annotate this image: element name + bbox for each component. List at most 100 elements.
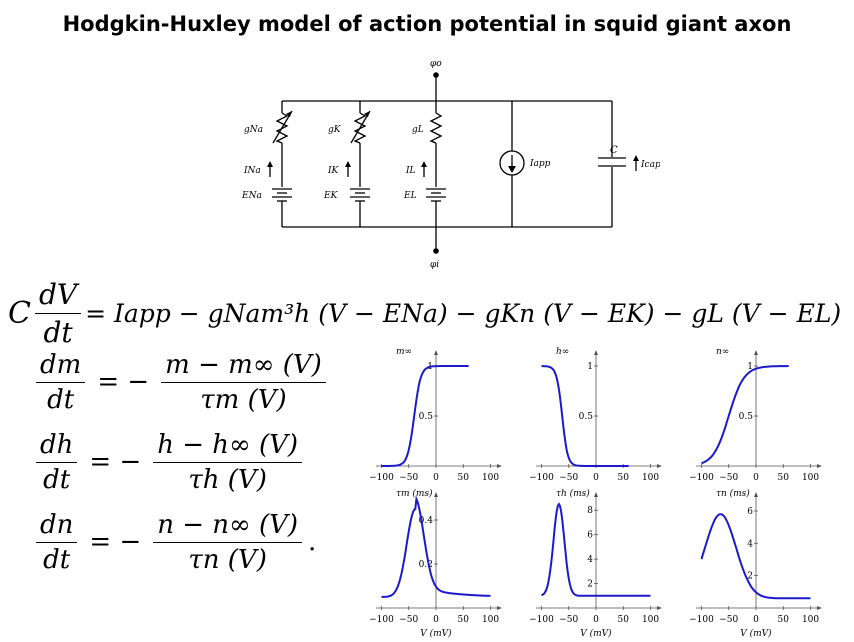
plot-label: τh (ms) <box>556 488 590 499</box>
i-l-label: IL <box>405 166 416 176</box>
y-tick-label: 2 <box>587 580 593 590</box>
ode-n-rhs-num: n − n∞ (V) <box>153 510 303 543</box>
x-tick-label: 100 <box>802 473 819 483</box>
x-tick-label: −100 <box>689 473 714 483</box>
x-tick-label: 0 <box>593 615 599 625</box>
i-k-label: IK <box>327 166 340 176</box>
y-tick-label: 4 <box>747 539 753 549</box>
x-tick-label: 50 <box>618 473 630 483</box>
plot-curve <box>701 365 789 465</box>
ode-h-den: dt <box>43 464 71 495</box>
x-tick-label: −50 <box>399 473 418 483</box>
x-tick-label: 100 <box>802 615 819 625</box>
x-tick-label: 0 <box>753 615 759 625</box>
y-tick-label: 0.5 <box>419 412 434 422</box>
slide-title: Hodgkin-Huxley model of action potential… <box>62 12 792 36</box>
y-tick-label: 6 <box>747 507 753 517</box>
x-tick-label: −100 <box>529 615 554 625</box>
y-tick-label: 0.4 <box>419 516 434 526</box>
x-tick-label: 100 <box>482 473 499 483</box>
x-tick-label: −50 <box>559 473 578 483</box>
ode-m-den: dt <box>47 384 75 415</box>
ode-m-rhs-den: τm (V) <box>200 384 287 415</box>
y-axis-arrow <box>754 350 758 355</box>
y-axis-arrow <box>434 350 438 355</box>
plot-curve <box>381 365 469 467</box>
x-axis-arrow <box>657 606 662 610</box>
eq-lhs-den: dt <box>43 316 73 349</box>
y-tick-label: 0.5 <box>579 412 594 422</box>
x-tick-label: 50 <box>458 615 470 625</box>
x-tick-label: 100 <box>642 473 659 483</box>
g-l-label: gL <box>412 125 424 135</box>
x-tick-label: −100 <box>529 473 554 483</box>
x-tick-label: −50 <box>559 615 578 625</box>
c-label: C <box>610 145 618 156</box>
g-na-label: gNa <box>244 125 263 135</box>
y-axis-arrow <box>754 492 758 497</box>
y-tick-label: 6 <box>587 531 593 541</box>
y-tick-label: 1 <box>587 362 593 372</box>
plot-label: τm (ms) <box>396 488 433 499</box>
x-tick-label: −50 <box>719 473 738 483</box>
ode-h-num: dh <box>36 430 78 463</box>
x-tick-label: 0 <box>753 473 759 483</box>
x-tick-label: 50 <box>618 615 630 625</box>
x-tick-label: 100 <box>642 615 659 625</box>
x-axis-label: V (mV) <box>420 628 452 639</box>
plot-panel-bottom-1: τh (ms) 2 4 6 8 −100 −50 0 50 100 V (mV) <box>529 488 662 639</box>
plot-label: h∞ <box>556 347 569 357</box>
eq-rhs: = Iapp − gNam³h (V − ENa) − gKn (V − EK)… <box>85 299 842 328</box>
y-axis-arrow <box>594 350 598 355</box>
x-axis-label: V (mV) <box>740 628 772 639</box>
ode-n-rhs-den: τn (V) <box>188 544 267 575</box>
ode-n-end: . <box>308 527 317 557</box>
e-l-label: EL <box>403 191 417 201</box>
x-tick-label: 0 <box>593 473 599 483</box>
ode-n-den: dt <box>43 544 71 575</box>
x-axis-arrow <box>497 464 502 468</box>
plot-curve <box>541 502 651 597</box>
plot-panel-top-1: h∞ 0.5 1 −100 −50 0 50 100 <box>529 347 662 483</box>
circuit-diagram: φo φi gNa gK gL INa IK IL ENa EK EL Iapp… <box>241 59 660 270</box>
x-tick-label: 50 <box>778 473 790 483</box>
plot-curve <box>700 513 811 600</box>
g-k-label: gK <box>328 125 342 135</box>
e-k-label: EK <box>323 191 339 201</box>
ode-n-num: dn <box>36 510 78 543</box>
plot-label: m∞ <box>396 347 412 357</box>
y-tick-label: 1 <box>747 362 753 372</box>
x-tick-label: −100 <box>689 615 714 625</box>
x-axis-label: V (mV) <box>580 628 612 639</box>
x-tick-label: −100 <box>369 473 394 483</box>
x-tick-label: −100 <box>369 615 394 625</box>
x-tick-label: 50 <box>778 615 790 625</box>
plot-curve <box>541 365 629 467</box>
i-cap-label: Icap <box>640 160 660 170</box>
ode-h-rhs-den: τh (V) <box>188 464 267 495</box>
y-tick-label: 8 <box>587 506 593 516</box>
y-tick-label: 0.2 <box>419 560 433 570</box>
main-equation: C dV dt = Iapp − gNam³h (V − ENa) − gKn … <box>8 278 841 349</box>
x-tick-label: −50 <box>399 615 418 625</box>
x-tick-label: 0 <box>433 615 439 625</box>
ode-h-rhs-num: h − h∞ (V) <box>153 430 303 463</box>
phi-o-label: φo <box>430 59 442 69</box>
phi-i-label: φi <box>430 260 439 270</box>
e-na-label: ENa <box>241 191 262 201</box>
x-axis-arrow <box>817 606 822 610</box>
plot-label: τn (ms) <box>716 488 750 499</box>
ode-m-rhs-num: m − m∞ (V) <box>161 350 326 383</box>
y-tick-label: 4 <box>587 555 593 565</box>
x-axis-arrow <box>657 464 662 468</box>
x-tick-label: 0 <box>433 473 439 483</box>
eq-lhs-num: dV <box>34 278 82 314</box>
y-tick-label: 2 <box>747 572 753 582</box>
